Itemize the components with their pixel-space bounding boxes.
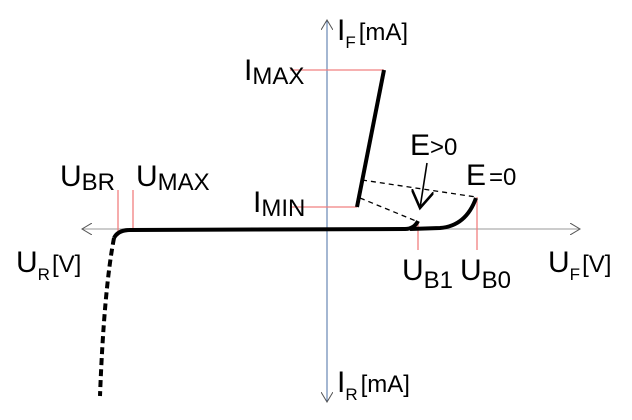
imax-label: IMAX <box>244 54 304 90</box>
dashed-line-e0 <box>361 179 477 198</box>
ur-axis-label: UR[V] <box>16 246 81 284</box>
umax-label: UMAX <box>136 160 210 196</box>
breakdown-curve <box>98 237 116 397</box>
blocking-curve <box>112 220 420 240</box>
ub0-label: UB0 <box>460 254 511 294</box>
if-axis-label: IF[mA] <box>337 14 408 52</box>
on-state-line <box>355 69 386 208</box>
dashed-line-epos <box>359 197 417 222</box>
e-zero-label: E=0 <box>466 159 516 192</box>
imin-label: IMIN <box>253 186 305 222</box>
ub1-label: UB1 <box>402 254 453 294</box>
uf-axis-label: UF[V] <box>548 246 611 284</box>
arrow-e-pos <box>420 162 427 208</box>
marker-lines <box>117 69 478 250</box>
blocking-curve-e0 <box>409 197 478 231</box>
ir-axis-label: IR[mA] <box>337 366 410 404</box>
ubr-label: UBR <box>60 160 115 196</box>
e-positive-label: E>0 <box>410 129 457 162</box>
